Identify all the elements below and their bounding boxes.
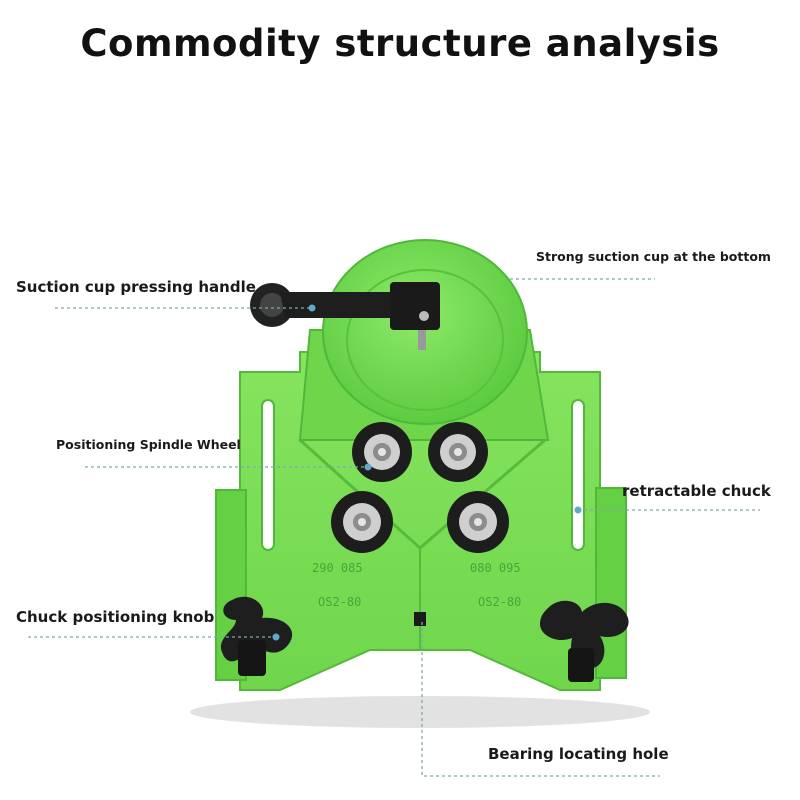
label-spindle: Positioning Spindle Wheel — [56, 437, 241, 452]
leader-lines — [28, 278, 760, 777]
marking-left-top: 290 085 — [312, 561, 363, 575]
leader-dots — [272, 304, 582, 641]
label-handle: Suction cup pressing handle — [16, 278, 256, 296]
pressing-handle — [250, 282, 440, 350]
left-knob — [220, 596, 293, 676]
wheel-top-right — [428, 422, 488, 482]
leader-hole — [421, 622, 660, 777]
base-shadow — [190, 696, 650, 728]
marking-right-top: 080 095 — [470, 561, 521, 575]
marking-right-low: OS2-80 — [478, 595, 521, 609]
spindle-wheels — [331, 422, 509, 553]
left-slot — [261, 399, 275, 551]
wheel-bottom-left — [331, 491, 393, 553]
wheel-bottom-right — [447, 491, 509, 553]
page-title: Commodity structure analysis — [80, 22, 720, 65]
right-rail — [595, 487, 627, 679]
label-chuck: retractable chuck — [622, 482, 771, 500]
marking-left-low: OS2-80 — [318, 595, 361, 609]
right-slot — [571, 399, 585, 551]
suction-cup-rim — [346, 269, 504, 411]
label-suction: Strong suction cup at the bottom — [536, 249, 771, 264]
wheel-top-left — [352, 422, 412, 482]
right-knob — [540, 600, 629, 682]
bearing-hole — [414, 612, 426, 626]
label-hole: Bearing locating hole — [488, 745, 669, 763]
label-knob: Chuck positioning knob — [16, 608, 215, 626]
